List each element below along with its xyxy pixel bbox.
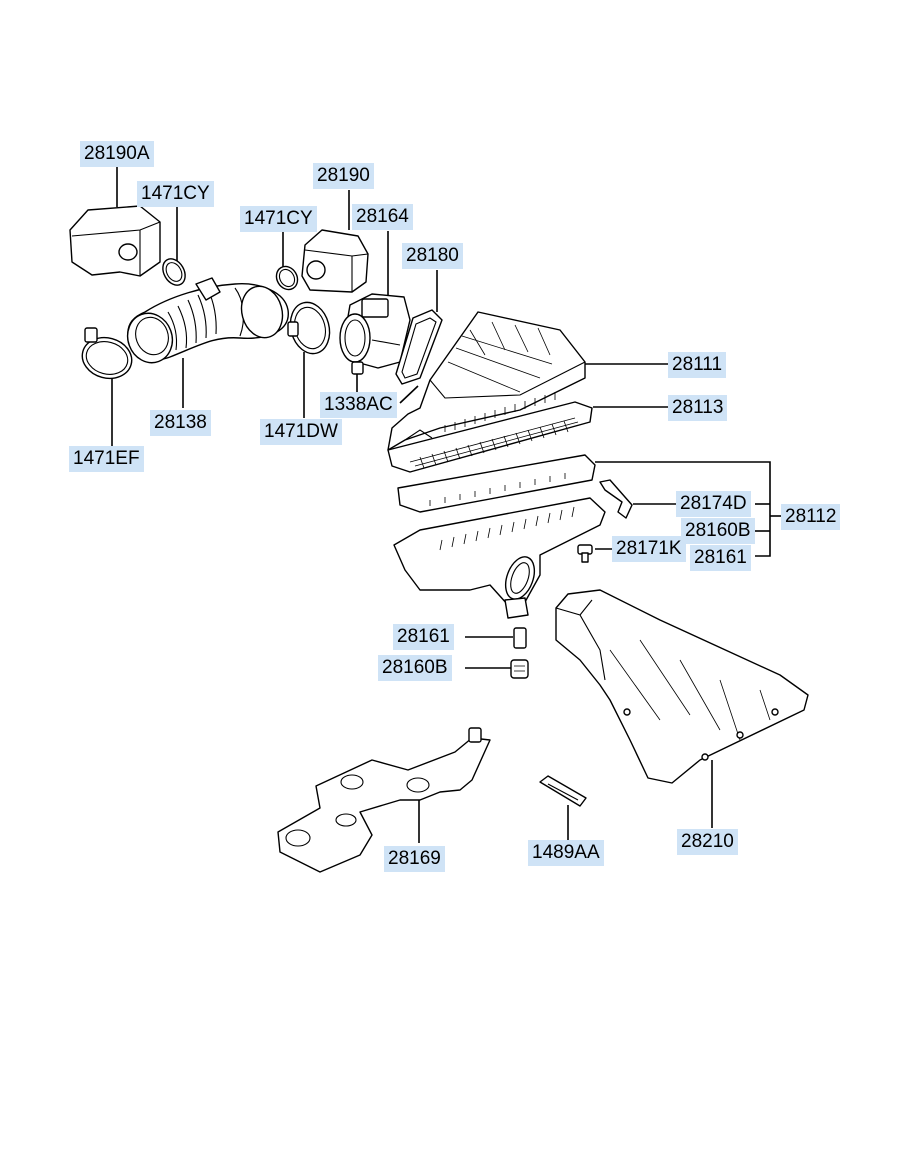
- intake-duct-28210-part: [555, 589, 809, 784]
- air-flow-sensor-28164-part: [339, 293, 411, 369]
- clip-1489aa-part: [539, 775, 587, 807]
- label-28190: 28190: [313, 163, 374, 189]
- air-cleaner-body-28112-part: [393, 454, 606, 619]
- air-cleaner-cover-28111-part: [387, 311, 586, 451]
- label-28171k: 28171K: [612, 536, 686, 562]
- sleeve-28161-part: [513, 627, 527, 649]
- label-1471dw: 1471DW: [260, 419, 342, 445]
- filter-element-28113-part: [387, 401, 593, 473]
- bracket-28174d-part: [599, 479, 633, 519]
- label-28174d: 28174D: [676, 491, 751, 517]
- leader-lines: [111, 167, 782, 843]
- clamp-1471cy-left-part: [162, 258, 186, 286]
- label-28210: 28210: [677, 829, 738, 855]
- label-28112: 28112: [781, 504, 841, 530]
- label-1338ac: 1338AC: [320, 392, 397, 418]
- clamp-1471dw-part: [287, 301, 331, 355]
- label-28164: 28164: [352, 204, 413, 230]
- label-28161-top: 28161: [690, 545, 751, 571]
- label-28190a: 28190A: [80, 141, 154, 167]
- label-28111: 28111: [668, 352, 727, 378]
- label-28113: 28113: [668, 395, 728, 421]
- resonator-28190-part: [301, 229, 369, 293]
- label-28160b-top: 28160B: [681, 518, 755, 544]
- label-28161-bottom: 28161: [393, 624, 454, 650]
- label-28138: 28138: [150, 410, 211, 436]
- grommet-28160b-part: [510, 659, 529, 679]
- gasket-28180-part: [395, 309, 443, 385]
- intake-hose-28138-part: [126, 277, 289, 364]
- bracket-plate-28169-part: [277, 727, 491, 873]
- label-1471cy-left: 1471CY: [137, 181, 214, 207]
- clamp-1471cy-right-part: [275, 265, 299, 291]
- label-1471cy-right: 1471CY: [240, 206, 317, 232]
- label-28180: 28180: [402, 243, 463, 269]
- label-28169: 28169: [384, 846, 445, 872]
- label-1489aa: 1489AA: [528, 840, 604, 866]
- label-28160b-bottom: 28160B: [378, 655, 452, 681]
- label-1471ef: 1471EF: [69, 446, 144, 472]
- clamp-1471ef-part: [81, 327, 133, 380]
- bolt-28171k-part: [577, 544, 593, 563]
- resonator-28190a-part: [69, 205, 161, 277]
- bolt-1338ac-part: [351, 361, 364, 375]
